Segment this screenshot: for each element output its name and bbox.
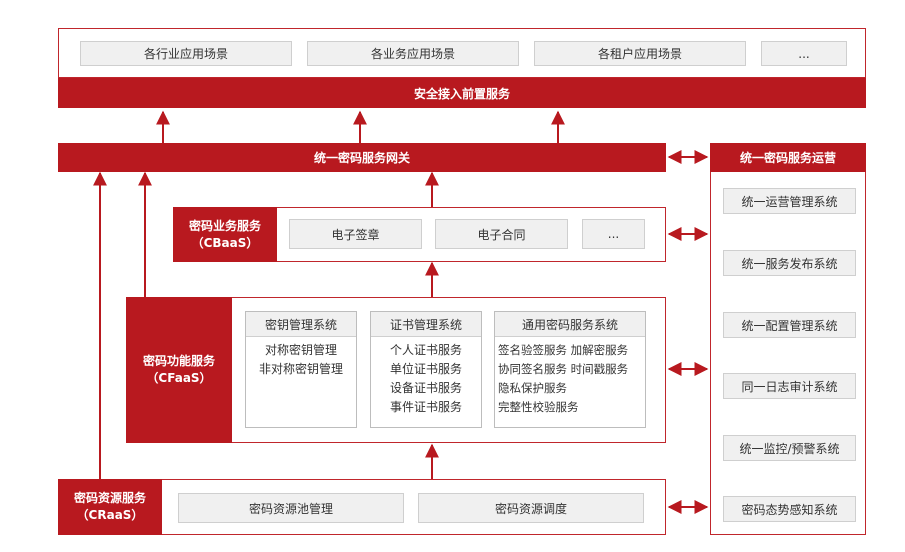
cbaas-item-more: ... [582,219,645,249]
key-mgmt-title: 密钥管理系统 [246,312,356,337]
general-crypto-item: 协同签名服务 时间戳服务 [498,362,629,376]
cfaas-sub: （CFaaS） [146,371,212,385]
cfaas-title: 密码功能服务 [142,354,215,368]
craas-title: 密码资源服务 [73,491,146,505]
ops-item: 统一运营管理系统 [723,188,856,214]
cbaas-label: 密码业务服务 （CBaaS） [173,207,277,262]
key-mgmt-item: 非对称密钥管理 [258,362,343,376]
cert-mgmt-item: 事件证书服务 [389,400,462,414]
scenario-business: 各业务应用场景 [307,41,519,66]
ops-title: 统一密码服务运营 [710,143,866,172]
cbaas-title: 密码业务服务 [188,218,261,233]
general-crypto-title: 通用密码服务系统 [495,312,645,337]
access-service-bar: 安全接入前置服务 [58,78,866,108]
key-mgmt-box: 密钥管理系统 对称密钥管理 非对称密钥管理 [245,311,357,428]
cfaas-label: 密码功能服务 （CFaaS） [126,297,232,443]
scenario-industry: 各行业应用场景 [80,41,292,66]
craas-item-pool: 密码资源池管理 [178,493,404,523]
cbaas-sub: （CBaaS） [191,235,259,250]
cert-mgmt-title: 证书管理系统 [371,312,481,337]
craas-item-schedule: 密码资源调度 [418,493,644,523]
craas-sub: （CRaaS） [76,508,144,522]
general-crypto-item: 完整性校验服务 [498,400,579,414]
general-crypto-box: 通用密码服务系统 签名验签服务 加解密服务 协同签名服务 时间戳服务 隐私保护服… [494,311,646,428]
cert-mgmt-item: 设备证书服务 [389,381,462,395]
cbaas-item-signature: 电子签章 [289,219,422,249]
ops-item: 统一监控/预警系统 [723,435,856,461]
ops-item: 统一服务发布系统 [723,250,856,276]
cert-mgmt-item: 个人证书服务 [389,343,462,357]
key-mgmt-item: 对称密钥管理 [264,343,337,357]
ops-item: 密码态势感知系统 [723,496,856,522]
ops-item: 同一日志审计系统 [723,373,856,399]
general-crypto-item: 签名验签服务 加解密服务 [498,343,629,357]
cert-mgmt-box: 证书管理系统 个人证书服务 单位证书服务 设备证书服务 事件证书服务 [370,311,482,428]
gateway-bar: 统一密码服务网关 [58,143,666,172]
ops-item: 统一配置管理系统 [723,312,856,338]
cert-mgmt-item: 单位证书服务 [389,362,462,376]
general-crypto-item: 隐私保护服务 [498,381,567,395]
craas-label: 密码资源服务 （CRaaS） [58,479,162,535]
scenario-more: ... [761,41,847,66]
cbaas-item-contract: 电子合同 [435,219,568,249]
scenario-tenant: 各租户应用场景 [534,41,746,66]
